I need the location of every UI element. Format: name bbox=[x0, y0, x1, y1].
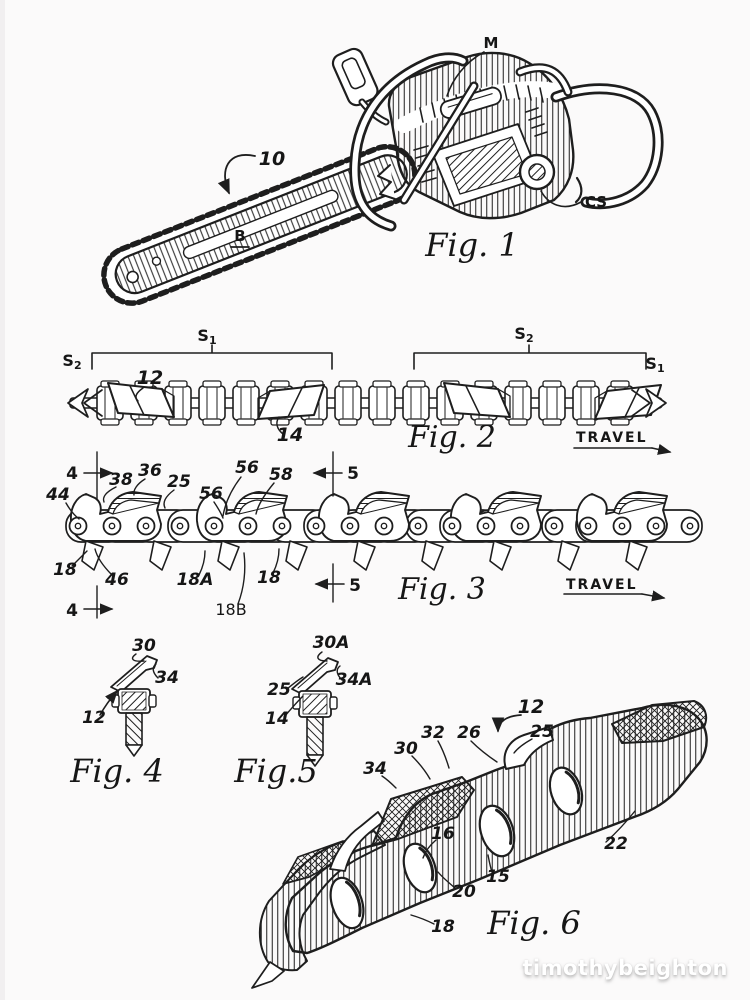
fig1-bumper-spikes bbox=[377, 164, 396, 200]
fig3-label-5-bottom: 5 bbox=[349, 576, 361, 596]
fig2-travel-arrow bbox=[651, 443, 672, 455]
fig6-label-30: 30 bbox=[394, 739, 418, 759]
fig5-label-30A: 30A bbox=[313, 633, 350, 653]
fig1-leader-m bbox=[446, 51, 485, 97]
fig2-bracket-s2 bbox=[413, 344, 647, 370]
fig1-hand-guard bbox=[331, 47, 379, 107]
fig2-leader-14 bbox=[276, 416, 284, 435]
fig6-label-26: 26 bbox=[457, 723, 481, 743]
fig3-cutter-link bbox=[317, 491, 410, 542]
fig3-label-56-lower: 56 bbox=[199, 484, 223, 504]
fig5-label-25: 25 bbox=[267, 680, 291, 700]
fig3-label-44: 44 bbox=[45, 485, 70, 505]
fig2-label-s1-bracket: S1 bbox=[197, 326, 216, 347]
fig3-label-18B: 18B bbox=[215, 600, 246, 619]
fig6-caption: Fig. 6 bbox=[486, 904, 581, 942]
fig3-label-18-mid: 18 bbox=[257, 568, 281, 588]
fig3-label-46: 46 bbox=[104, 570, 129, 590]
fig2-label-14: 14 bbox=[277, 424, 303, 446]
fig3-label-4-bottom: 4 bbox=[66, 601, 78, 621]
fig3-label-38: 38 bbox=[109, 470, 133, 490]
fig3-label-56-upper: 56 bbox=[235, 458, 259, 478]
fig1-guide-bar bbox=[101, 143, 418, 306]
fig5-label-34A: 34A bbox=[336, 670, 373, 690]
fig1-arrow-10 bbox=[217, 154, 256, 195]
left-edge-strip bbox=[0, 0, 5, 1000]
fig3-chain-side: 4 4 5 5 44 38 36 25 56 58 56 18 46 18A 1… bbox=[45, 451, 703, 621]
fig5-section: 30A 34A 25 14 Fig.5 bbox=[233, 633, 372, 790]
fig6-enlarged-link: 12 32 26 25 30 34 16 22 15 20 18 Fig. 6 bbox=[251, 696, 708, 989]
fig6-label-25: 25 bbox=[530, 722, 554, 742]
fig1-chainsaw: M 10 B CS Fig. 1 bbox=[101, 34, 664, 306]
fig5-label-14: 14 bbox=[265, 709, 289, 729]
fig6-label-15: 15 bbox=[486, 867, 510, 887]
fig6-rivet-hole bbox=[548, 766, 584, 816]
fig6-label-32: 32 bbox=[421, 723, 445, 743]
fig1-label-10: 10 bbox=[259, 148, 285, 170]
fig2-travel-label: TRAVEL bbox=[576, 430, 648, 446]
fig6-arrow-12 bbox=[491, 714, 522, 733]
fig3-label-5-top: 5 bbox=[347, 464, 359, 484]
fig1-label-b: B bbox=[234, 227, 245, 245]
fig4-label-30: 30 bbox=[132, 636, 156, 656]
fig2-chain-plan: S2 S1 S2 S1 12 14 Fig. 2 TRAVEL bbox=[62, 324, 672, 455]
fig1-label-m: M bbox=[484, 34, 499, 52]
fig6-rivet-hole bbox=[329, 876, 365, 930]
fig6-label-20: 20 bbox=[452, 882, 476, 902]
fig2-label-s2-bracket: S2 bbox=[514, 324, 533, 345]
fig6-rivet-hole bbox=[402, 842, 438, 894]
fig6-label-34: 34 bbox=[363, 759, 387, 779]
fig3-label-18-left: 18 bbox=[53, 560, 77, 580]
fig6-gullet-saddle bbox=[503, 726, 554, 770]
fig3-travel-arrow bbox=[641, 590, 666, 602]
fig4-label-34: 34 bbox=[155, 668, 179, 688]
fig5-drive-tang bbox=[306, 716, 324, 756]
fig6-label-22: 22 bbox=[604, 834, 628, 854]
fig1-label-cs: CS bbox=[585, 193, 607, 211]
fig4-drive-tang bbox=[125, 712, 143, 746]
fig4-arrow-12 bbox=[99, 689, 119, 716]
fig6-label-16: 16 bbox=[431, 824, 455, 844]
fig2-label-s1-right: S1 bbox=[645, 354, 664, 375]
fig4-top-strap bbox=[110, 655, 158, 693]
fig3-label-18A: 18A bbox=[177, 570, 214, 590]
fig1-caption: Fig. 1 bbox=[424, 226, 519, 264]
fig6-rivet-hole bbox=[478, 804, 516, 858]
fig2-bracket-s1 bbox=[91, 344, 333, 370]
fig1-trigger bbox=[574, 176, 583, 204]
fig2-label-12: 12 bbox=[137, 367, 163, 389]
fig3-travel-label: TRAVEL bbox=[566, 577, 638, 593]
fig4-section: 30 34 12 Fig. 4 bbox=[69, 636, 179, 790]
fig3-label-4-top: 4 bbox=[66, 464, 78, 484]
fig2-leader-12 bbox=[135, 387, 144, 402]
watermark-text: timothybeighton bbox=[522, 956, 728, 980]
fig3-cutter-link bbox=[449, 491, 542, 542]
fig3-label-36: 36 bbox=[138, 461, 162, 481]
fig1-leader-cs bbox=[540, 190, 582, 208]
fig6-label-18: 18 bbox=[431, 917, 455, 937]
fig4-caption: Fig. 4 bbox=[69, 752, 164, 790]
fig5-caption: Fig.5 bbox=[233, 752, 317, 790]
fig4-label-12: 12 bbox=[82, 708, 106, 728]
fig2-cutter bbox=[443, 382, 511, 418]
fig2-caption: Fig. 2 bbox=[407, 420, 496, 455]
fig3-label-25: 25 bbox=[167, 472, 191, 492]
fig5-top-strap bbox=[291, 657, 339, 695]
fig6-top-plate bbox=[371, 776, 475, 847]
fig3-caption: Fig. 3 bbox=[397, 572, 486, 607]
fig6-end-plate bbox=[611, 700, 708, 744]
fig6-label-12: 12 bbox=[518, 696, 544, 718]
fig3-label-58: 58 bbox=[269, 465, 293, 485]
fig2-label-s2-left: S2 bbox=[62, 351, 81, 372]
